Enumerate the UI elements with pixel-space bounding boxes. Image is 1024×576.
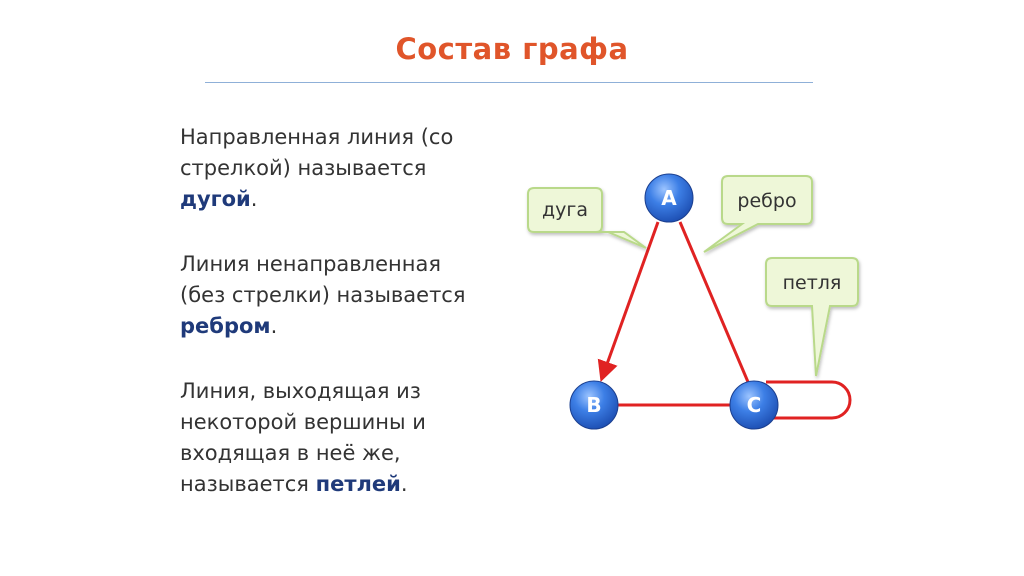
node-a-label: A <box>661 186 677 210</box>
callout-edge-label: ребро <box>737 190 796 212</box>
term-edge: ребром <box>180 314 271 338</box>
edge-a-c <box>678 221 750 383</box>
definition-edge-line2: (без стрелки) называется <box>180 283 466 307</box>
definition-loop-line4: называется <box>180 472 316 496</box>
definition-arc-end: . <box>250 187 258 211</box>
definition-edge: Линия ненаправленная (без стрелки) назыв… <box>180 249 525 342</box>
node-b-label: B <box>586 393 601 417</box>
definition-arc-line2: стрелкой) называется <box>180 156 427 180</box>
definition-loop-line1: Линия, выходящая из <box>180 379 421 403</box>
definition-loop: Линия, выходящая из некоторой вершины и … <box>180 376 525 500</box>
definitions-text: Направленная линия (со стрелкой) называе… <box>180 122 525 534</box>
definition-arc-line1: Направленная линия (со <box>180 125 454 149</box>
node-a: A <box>644 173 694 223</box>
callout-edge <box>703 175 813 253</box>
callout-loop-label: петля <box>783 272 842 294</box>
callout-arc <box>527 187 647 249</box>
term-arc: дугой <box>180 187 251 211</box>
term-loop: петлей <box>315 472 401 496</box>
slide-title: Состав графа <box>395 32 629 66</box>
loop-c <box>766 380 852 420</box>
callout-arc-label: дуга <box>542 199 588 221</box>
node-c: C <box>729 380 779 430</box>
node-c-label: C <box>747 393 762 417</box>
callout-loop <box>765 257 859 377</box>
definition-edge-end: . <box>270 314 278 338</box>
arc-a-to-b <box>597 221 660 382</box>
definition-arc: Направленная линия (со стрелкой) называе… <box>180 122 525 215</box>
definition-edge-line1: Линия ненаправленная <box>180 252 441 276</box>
definition-loop-line2: некоторой вершины и <box>180 410 426 434</box>
node-b: B <box>569 380 619 430</box>
definition-loop-end: . <box>400 472 408 496</box>
definition-loop-line3: входящая в неё же, <box>180 441 401 465</box>
title-divider <box>205 82 813 83</box>
